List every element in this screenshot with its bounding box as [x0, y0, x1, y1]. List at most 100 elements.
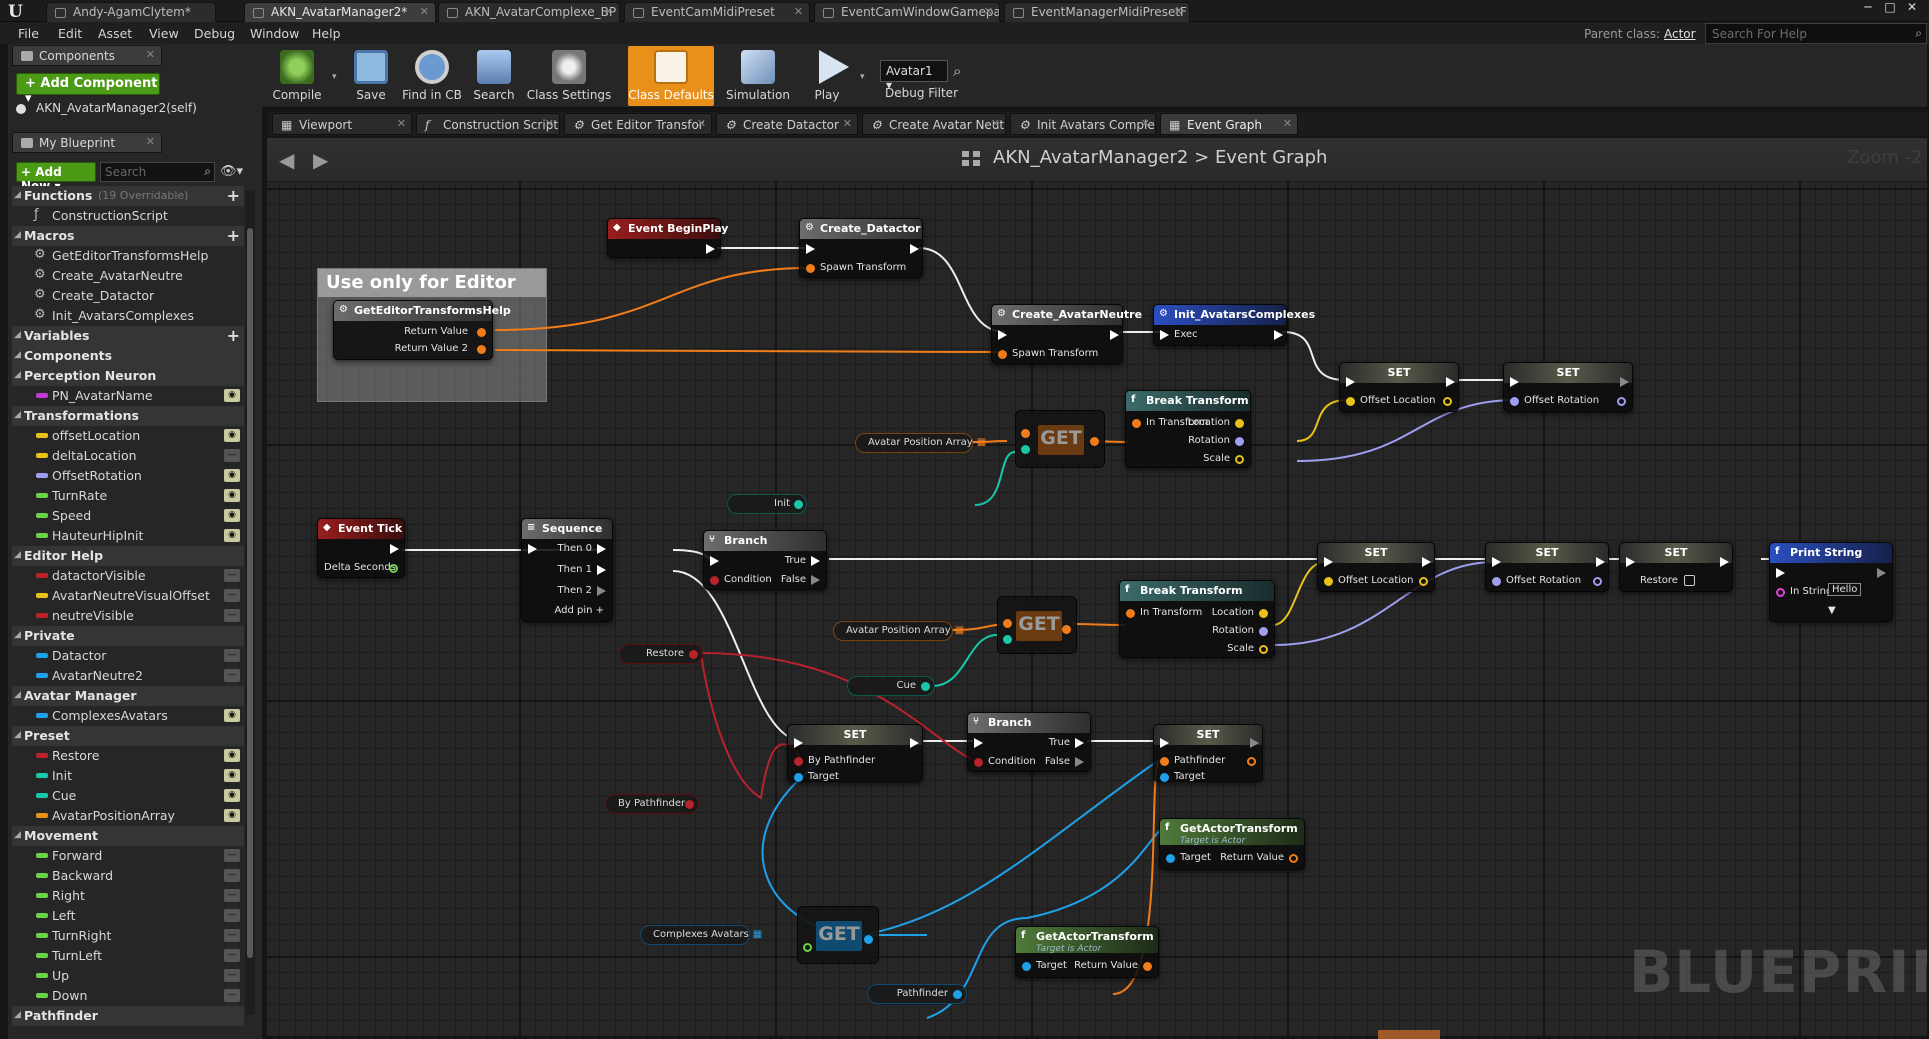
expand-arrow-icon[interactable]: ◢ [14, 690, 21, 700]
node-set-offset-rotation-mid[interactable]: SET Offset Rotation [1485, 542, 1609, 592]
node-set-offset-rotation-top[interactable]: SET Offset Rotation [1503, 362, 1633, 412]
compile-options-chevron-icon[interactable]: ▾ [332, 72, 337, 82]
menu-file[interactable]: File [18, 26, 39, 41]
condition-pin[interactable] [974, 758, 983, 767]
view-options-eye-icon[interactable]: 👁▾ [220, 164, 244, 179]
parent-class-link[interactable]: Actor [1664, 27, 1696, 41]
close-window-icon[interactable]: ✕ [1906, 0, 1918, 14]
exec-in-pin[interactable] [974, 738, 983, 748]
menu-view[interactable]: View [149, 26, 179, 41]
rotation-pin[interactable] [1235, 437, 1244, 446]
visibility-open-eye-icon[interactable]: ◉ [224, 709, 240, 722]
add-new-button[interactable]: + Add New ▾ [16, 162, 96, 193]
node-create-datactor[interactable]: ⚙Create_Datactor Spawn Transform [799, 218, 923, 278]
exec-in-pin[interactable] [1160, 330, 1169, 340]
exec-out-pin[interactable] [910, 738, 919, 748]
exec-out-pin[interactable] [390, 544, 399, 554]
exec-in-pin[interactable] [528, 544, 537, 554]
exec-out-pin[interactable] [910, 244, 919, 254]
expand-arrow-icon[interactable]: ◢ [14, 830, 21, 840]
visibility-open-eye-icon[interactable]: ◉ [224, 749, 240, 762]
class-settings-button[interactable]: Class Settings [524, 46, 614, 106]
in-transform-pin[interactable] [1126, 609, 1135, 618]
node-set-offset-location-mid[interactable]: SET Offset Location [1317, 542, 1435, 592]
advanced-chevron-icon[interactable]: ▼ [1828, 605, 1836, 616]
add-icon[interactable]: + [226, 326, 240, 345]
tree-item-variable[interactable]: Init◉ [12, 766, 244, 786]
visibility-open-eye-icon[interactable]: ◉ [224, 809, 240, 822]
target-pin[interactable] [794, 773, 803, 782]
var-complexes-avatars[interactable]: Complexes Avatars▦ [640, 925, 762, 945]
tree-item-variable[interactable]: deltaLocation— [12, 446, 244, 466]
expand-arrow-icon[interactable]: ◢ [14, 370, 21, 380]
menu-asset[interactable]: Asset [98, 26, 133, 41]
tree-item-variable[interactable]: datactorVisible— [12, 566, 244, 586]
node-get-array-mid[interactable]: GET [997, 596, 1077, 654]
return-value-pin[interactable] [1143, 962, 1152, 971]
restore-checkbox[interactable] [1684, 575, 1695, 586]
tree-item-variable[interactable]: neutreVisible— [12, 606, 244, 626]
tree-item-variable[interactable]: Restore◉ [12, 746, 244, 766]
exec-out-pin[interactable] [1422, 557, 1431, 567]
doc-tab-avatarcomplexe[interactable]: AKN_AvatarComplexe_BP✕ [438, 2, 620, 22]
visibility-open-eye-icon[interactable]: ◉ [224, 429, 240, 442]
visibility-closed-eye-icon[interactable]: — [224, 989, 240, 1002]
tree-item-variable[interactable]: AvatarPositionArray◉ [12, 806, 244, 826]
visibility-closed-eye-icon[interactable]: — [224, 589, 240, 602]
close-icon[interactable]: ✕ [603, 5, 613, 18]
offset-rotation-out-pin[interactable] [1593, 577, 1602, 586]
exec-in-pin[interactable] [1492, 557, 1501, 567]
exec-out-pin[interactable] [1446, 377, 1455, 387]
return-value-pin[interactable] [1289, 854, 1298, 863]
close-icon[interactable]: ✕ [1173, 5, 1183, 18]
close-icon[interactable]: ✕ [1282, 117, 1292, 130]
return-value-pin[interactable] [477, 328, 486, 337]
expand-arrow-icon[interactable]: ◢ [14, 190, 21, 200]
node-branch-bottom[interactable]: ⑂Branch True Condition False [967, 712, 1091, 772]
index-in-pin[interactable] [803, 943, 812, 952]
exec-in-pin[interactable] [1324, 557, 1333, 567]
return-value-2-pin[interactable] [477, 345, 486, 354]
false-pin[interactable] [1075, 757, 1084, 767]
nav-forward-icon[interactable]: ▶ [313, 148, 329, 172]
var-init[interactable]: Init [727, 494, 807, 514]
add-pin-button[interactable]: Add pin + [554, 605, 604, 616]
category-macros[interactable]: ◢Macros+ [12, 226, 244, 246]
expand-arrow-icon[interactable]: ◢ [14, 350, 21, 360]
true-pin[interactable] [811, 556, 820, 566]
expand-arrow-icon[interactable]: ◢ [14, 1010, 21, 1020]
exec-out-pin[interactable] [1250, 738, 1259, 748]
tree-item-variable[interactable]: OffsetRotation◉ [12, 466, 244, 486]
tree-item-macro[interactable]: ⚙Create_Datactor [34, 287, 155, 303]
visibility-open-eye-icon[interactable]: ◉ [224, 789, 240, 802]
components-panel-tab[interactable]: Components✕ [12, 45, 162, 66]
self-component-item[interactable]: AKN_AvatarManager2(self) [14, 100, 254, 118]
visibility-closed-eye-icon[interactable]: — [224, 869, 240, 882]
visibility-open-eye-icon[interactable]: ◉ [224, 529, 240, 542]
category-avatar-manager[interactable]: ◢Avatar Manager [12, 686, 244, 706]
tree-item-variable[interactable]: AvatarNeutre2— [12, 666, 244, 686]
visibility-closed-eye-icon[interactable]: — [224, 569, 240, 582]
cue-out-pin[interactable] [921, 682, 930, 691]
tree-item-macro[interactable]: ⚙Init_AvatarsComplexes [34, 307, 194, 323]
node-sequence[interactable]: ≡Sequence Then 0 Then 1 Then 2 Add pin + [521, 518, 613, 622]
expand-arrow-icon[interactable]: ◢ [14, 410, 21, 420]
visibility-closed-eye-icon[interactable]: — [224, 909, 240, 922]
offset-location-out-pin[interactable] [1419, 577, 1428, 586]
visibility-closed-eye-icon[interactable]: — [224, 889, 240, 902]
play-button[interactable]: Play [802, 46, 852, 106]
tree-item-macro[interactable]: ⚙Create_AvatarNeutre [34, 267, 183, 283]
doc-tab-andy[interactable]: Andy-AgamClytem* [46, 2, 216, 22]
false-pin[interactable] [811, 575, 820, 585]
expand-arrow-icon[interactable]: ◢ [14, 550, 21, 560]
visibility-open-eye-icon[interactable]: ◉ [224, 489, 240, 502]
category-editor-help[interactable]: ◢Editor Help [12, 546, 244, 566]
expand-arrow-icon[interactable]: ◢ [14, 230, 21, 240]
offset-rotation-pin[interactable] [1510, 397, 1519, 406]
restore-out-pin[interactable] [689, 650, 698, 659]
visibility-open-eye-icon[interactable]: ◉ [224, 769, 240, 782]
